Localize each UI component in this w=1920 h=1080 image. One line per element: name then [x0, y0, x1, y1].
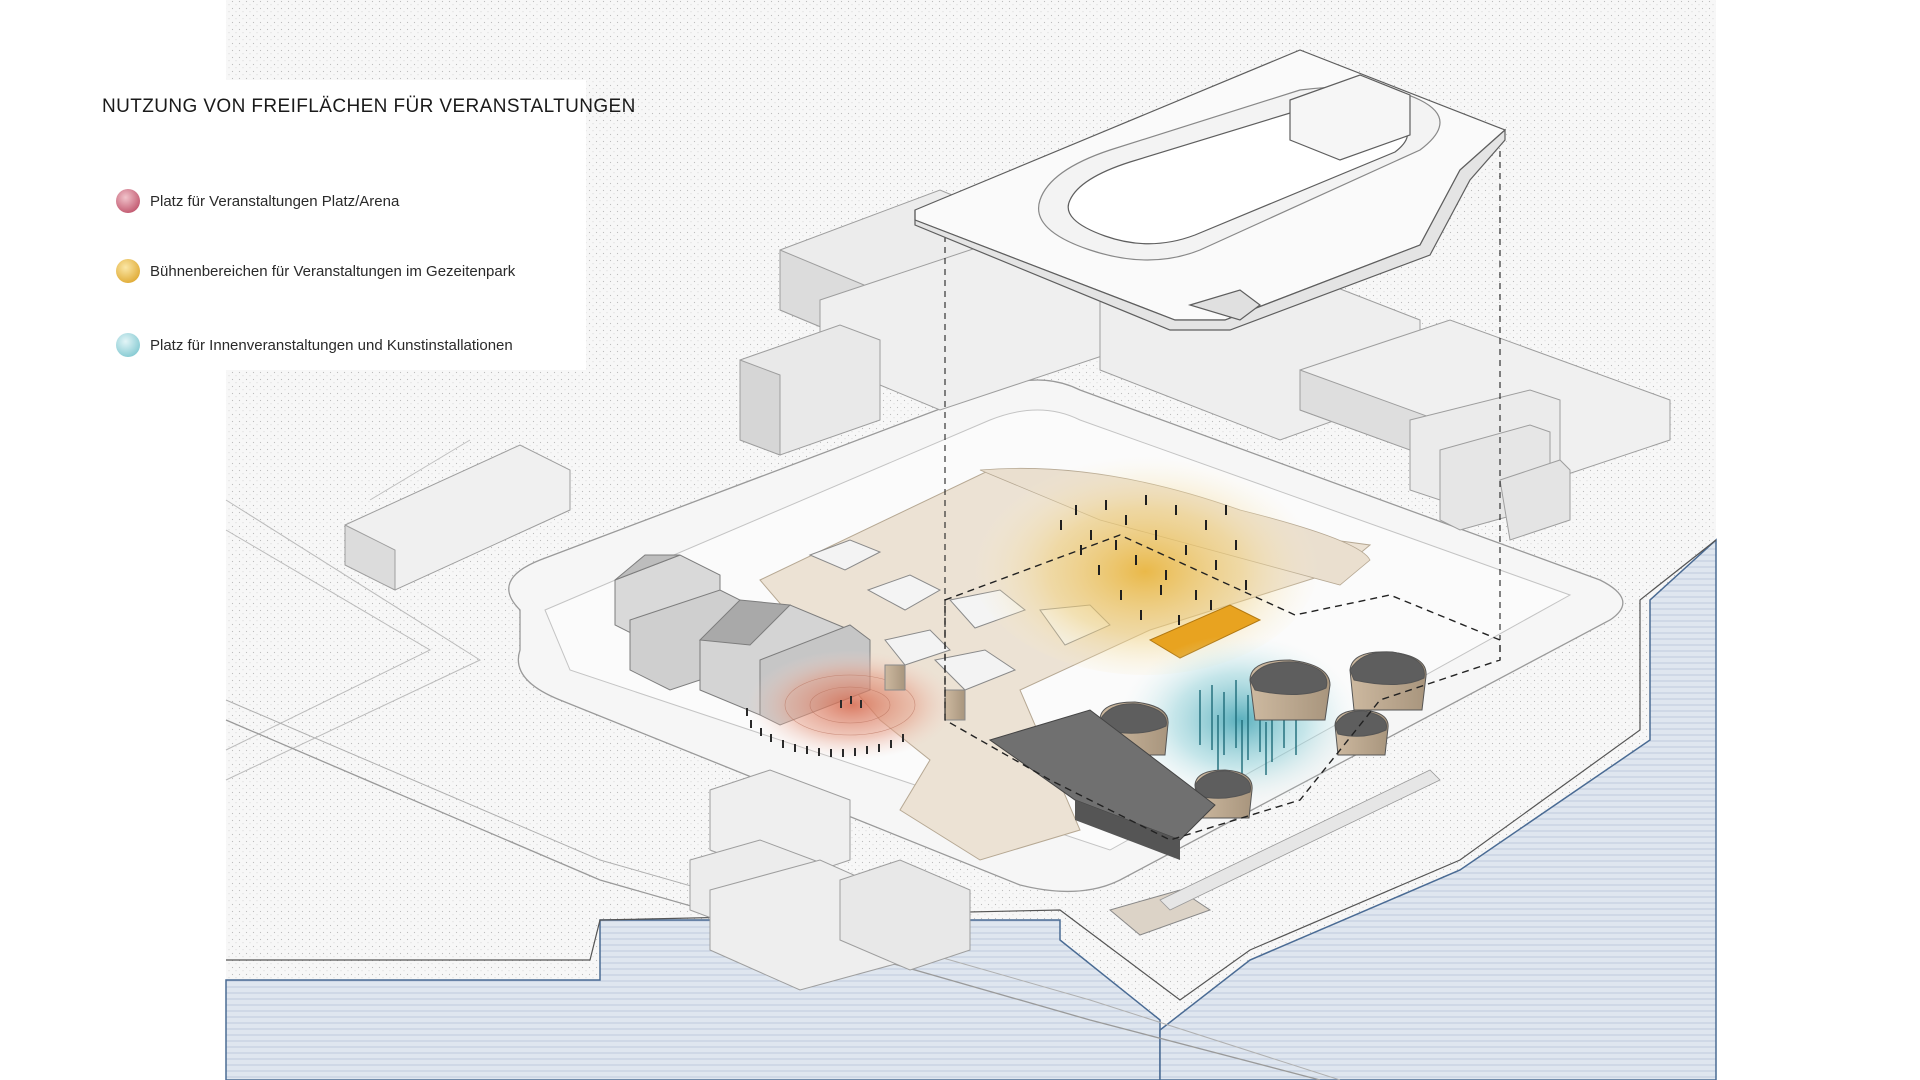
- legend-label: Platz für Innenveranstaltungen und Kunst…: [150, 336, 513, 354]
- projection-outline: [944, 534, 1501, 841]
- legend-title: NUTZUNG VON FREIFLÄCHEN FÜR VERANSTALTUN…: [102, 96, 636, 117]
- legend: NUTZUNG VON FREIFLÄCHEN FÜR VERANSTALTUN…: [96, 80, 635, 370]
- blue-dot-icon: [116, 333, 140, 357]
- hall-side: [1075, 800, 1180, 860]
- arena-crowd: [746, 696, 904, 757]
- projection-lines: [944, 140, 1501, 720]
- west-buildings: [344, 444, 571, 591]
- red-dot-icon: [116, 189, 140, 213]
- water-basin-right: [1159, 538, 1717, 1080]
- quay-edge: [226, 539, 1717, 1001]
- floating-roof: [914, 49, 1507, 331]
- arena-contours: [784, 674, 916, 736]
- hall-roof: [988, 709, 1216, 841]
- legend-label: Bühnenbereichen für Veranstaltungen im G…: [150, 262, 516, 280]
- legend-item-indoor: Platz für Innenveranstaltungen und Kunst…: [116, 330, 513, 360]
- road-west: [225, 499, 482, 781]
- yellow-dot-icon: [116, 259, 140, 283]
- arena-zone: [747, 650, 957, 760]
- legend-item-arena: Platz für Veranstaltungen Platz/Arena: [116, 186, 399, 216]
- legend-label: Platz für Veranstaltungen Platz/Arena: [150, 192, 400, 210]
- legend-item-stage: Bühnenbereichen für Veranstaltungen im G…: [116, 256, 515, 286]
- waterfront-walk: [1159, 769, 1441, 911]
- southwest-buildings: [689, 769, 971, 991]
- round-pavilions: [1099, 651, 1427, 819]
